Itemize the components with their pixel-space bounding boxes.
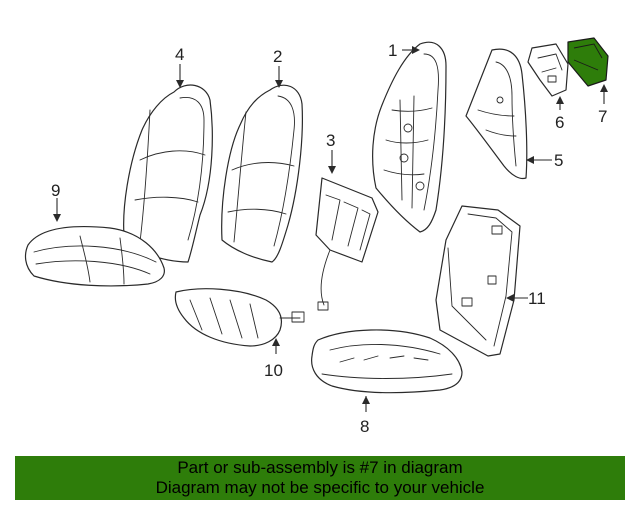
part-10-cushion-heater[interactable] xyxy=(174,288,305,347)
callout-4: 4 xyxy=(175,45,184,88)
part-11-rear-panel[interactable] xyxy=(435,205,521,357)
callout-8: 8 xyxy=(360,396,370,436)
callout-label-11: 11 xyxy=(528,289,546,308)
part-3-heater-element[interactable] xyxy=(315,177,379,311)
callout-label-8: 8 xyxy=(360,417,369,436)
callout-9: 9 xyxy=(51,181,61,222)
part-7-highlighted-component[interactable] xyxy=(567,37,609,87)
callout-2: 2 xyxy=(273,47,283,88)
callout-11: 11 xyxy=(506,289,546,308)
callout-10: 10 xyxy=(264,338,283,380)
callout-label-9: 9 xyxy=(51,181,60,200)
callout-6: 6 xyxy=(555,96,564,132)
part-2-seat-back-padding[interactable] xyxy=(221,84,303,263)
callout-label-7: 7 xyxy=(598,107,607,126)
callout-1: 1 xyxy=(388,41,420,60)
callout-label-5: 5 xyxy=(554,151,563,170)
part-8-seat-cushion[interactable] xyxy=(311,329,463,394)
callout-5: 5 xyxy=(526,151,563,170)
banner-line-part-number: Part or sub-assembly is #7 in diagram xyxy=(177,458,463,477)
part-4-seat-back-cover[interactable] xyxy=(123,84,213,263)
part-1-seat-back-frame[interactable] xyxy=(372,41,447,233)
seat-parts-diagram: 4 2 3 xyxy=(24,37,609,436)
callout-label-4: 4 xyxy=(175,45,184,64)
callout-label-10: 10 xyxy=(264,361,283,380)
callout-3: 3 xyxy=(326,131,336,174)
callout-label-6: 6 xyxy=(555,113,564,132)
banner-line-disclaimer: Diagram may not be specific to your vehi… xyxy=(155,478,485,497)
callout-label-3: 3 xyxy=(326,131,335,150)
part-6-bracket[interactable] xyxy=(527,43,569,97)
part-9-cushion-cover[interactable] xyxy=(24,226,165,287)
part-5-back-panel[interactable] xyxy=(465,48,528,180)
callout-label-1: 1 xyxy=(388,41,397,60)
callout-label-2: 2 xyxy=(273,47,282,66)
callout-7: 7 xyxy=(598,84,608,126)
info-banner: Part or sub-assembly is #7 in diagram Di… xyxy=(15,456,625,500)
